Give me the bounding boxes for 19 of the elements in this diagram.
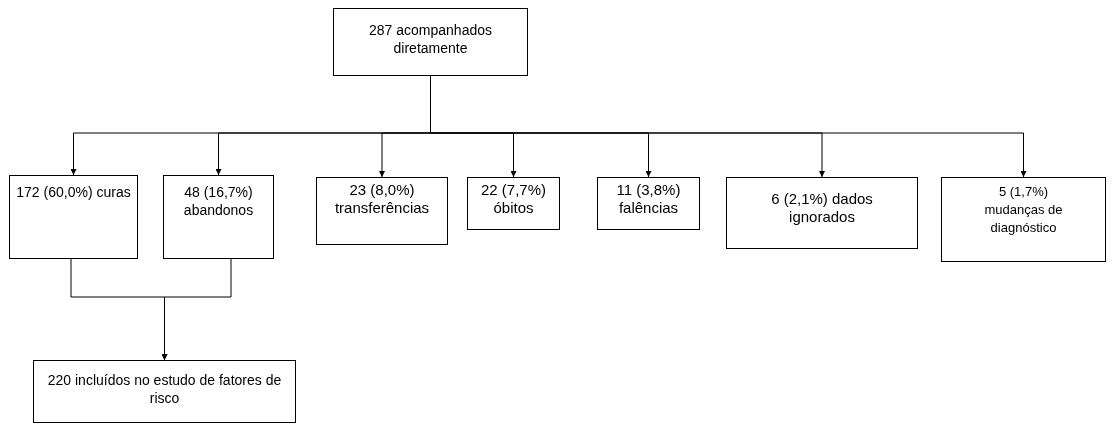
box-label: 23 (8,0%) transferências xyxy=(333,181,431,217)
box-label: 220 incluídos no estudo de fatores de risco xyxy=(46,371,283,407)
process-box xyxy=(597,177,700,230)
box-label: 5 (1,7%) mudanças de diagnóstico xyxy=(983,183,1064,237)
box-label: 172 (60,0%) curas xyxy=(15,183,132,201)
box-label: 287 acompanhados diretamente xyxy=(368,21,493,57)
box-label: 6 (2,1%) dados ignorados xyxy=(770,190,874,226)
box-label: 11 (3,8%) falências xyxy=(615,181,682,217)
process-box xyxy=(333,8,528,76)
process-box xyxy=(467,177,560,230)
box-label: 22 (7,7%) óbitos xyxy=(479,181,547,217)
process-box xyxy=(726,177,918,249)
process-box xyxy=(316,177,448,245)
process-box xyxy=(9,175,138,259)
process-box xyxy=(163,175,274,259)
process-box xyxy=(941,177,1106,262)
arrow xyxy=(161,258,232,361)
box-label: 48 (16,7%) abandonos xyxy=(182,183,255,219)
process-box xyxy=(33,360,296,423)
